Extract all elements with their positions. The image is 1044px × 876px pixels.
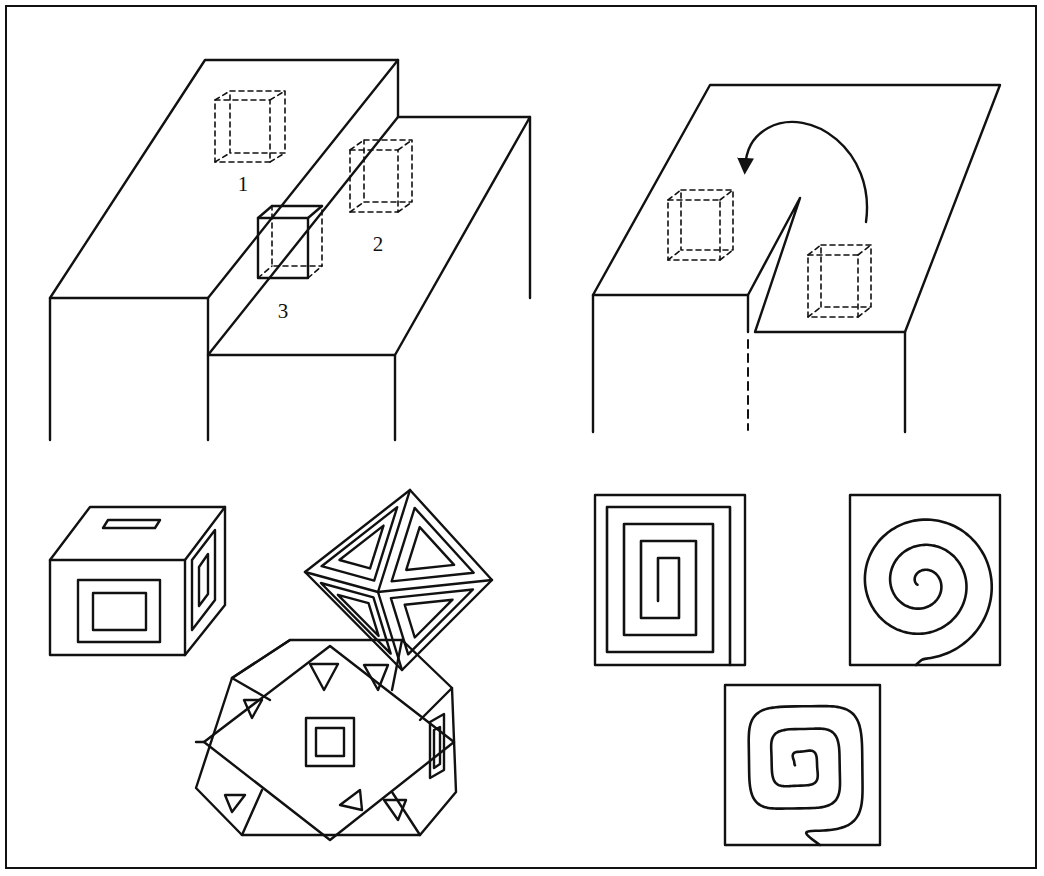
block-edge <box>394 355 396 440</box>
cube-edge <box>270 91 285 100</box>
cube-edge <box>808 307 821 317</box>
cube-edge <box>215 153 230 162</box>
face-inset <box>384 800 406 820</box>
cube-edge <box>668 190 681 200</box>
face-inset <box>430 714 444 778</box>
face-inset <box>306 718 354 766</box>
face-inset <box>321 583 391 654</box>
cube-edge <box>808 245 821 255</box>
spiral-frame <box>595 495 745 665</box>
solid-edge <box>420 688 452 720</box>
round-spiral <box>865 520 992 665</box>
solid-edge <box>232 678 270 700</box>
cube-edge <box>720 250 733 260</box>
callout-number: 2 <box>373 234 384 255</box>
frame <box>6 6 1036 868</box>
face-inset <box>340 790 362 810</box>
cube-edge <box>258 218 308 278</box>
solid-edge <box>305 490 492 670</box>
cube-edge <box>858 245 871 255</box>
cube-edge <box>350 140 364 150</box>
face-inset <box>392 508 474 581</box>
cube-edge <box>720 190 733 200</box>
cube-edge <box>258 266 272 278</box>
block-edge <box>592 295 594 432</box>
rotation-arrow <box>745 122 867 222</box>
face-inset <box>405 600 453 638</box>
solid-face <box>50 560 185 655</box>
face-inset <box>192 530 215 630</box>
block-edge <box>904 332 906 432</box>
face-inset <box>93 593 146 630</box>
cube-edge <box>272 205 322 207</box>
face-inset <box>78 580 160 642</box>
cube-edge <box>808 255 858 317</box>
face-inset <box>322 507 398 580</box>
cube-edge <box>272 206 322 266</box>
cube-edge <box>350 202 364 212</box>
cube-edge <box>308 266 322 278</box>
cube-edge <box>858 307 871 317</box>
cube-edge <box>668 250 681 260</box>
solid-edge <box>392 792 420 835</box>
hidden-edge <box>747 340 749 430</box>
face-inset <box>406 527 454 570</box>
square-spiral <box>607 507 730 665</box>
cube-edge <box>821 245 871 307</box>
face-inset <box>199 554 208 606</box>
face-inset <box>434 727 440 768</box>
block-edge <box>49 298 51 440</box>
solid-edge <box>232 640 290 678</box>
spiral-frame <box>725 685 880 845</box>
block-edge <box>529 117 531 298</box>
face-inset <box>338 595 379 636</box>
solid-face <box>185 507 225 655</box>
face-inset <box>225 795 245 812</box>
cube-edge <box>270 153 285 162</box>
face-inset <box>364 665 388 690</box>
cube-edge <box>308 206 322 218</box>
solid-edge <box>196 640 456 835</box>
cube-edge <box>258 206 272 218</box>
callout-number: 3 <box>278 301 289 322</box>
face-inset <box>310 664 338 690</box>
face-inset <box>244 700 262 718</box>
cube-edge <box>215 91 230 100</box>
rounded-spiral <box>749 706 863 845</box>
spiral-frame <box>850 495 1000 665</box>
solid-edge <box>392 640 402 690</box>
solid-edge <box>204 646 454 840</box>
block-edge <box>207 298 209 440</box>
face-inset <box>316 728 344 756</box>
block-edge <box>397 60 399 117</box>
callout-number: 1 <box>238 174 249 195</box>
block-edge <box>50 60 398 298</box>
face-inset <box>103 520 160 528</box>
solid-edge <box>196 741 204 743</box>
cube-edge <box>398 140 412 150</box>
cube-edge <box>230 91 285 153</box>
cube-edge <box>364 140 412 202</box>
cube-edge <box>668 200 720 260</box>
face-inset <box>339 526 383 569</box>
face-inset <box>391 590 473 655</box>
block-edge <box>747 295 749 332</box>
solid-edge <box>305 572 492 592</box>
cube-edge <box>681 190 733 250</box>
cube-edge <box>398 202 412 212</box>
block-edge <box>593 85 1000 332</box>
